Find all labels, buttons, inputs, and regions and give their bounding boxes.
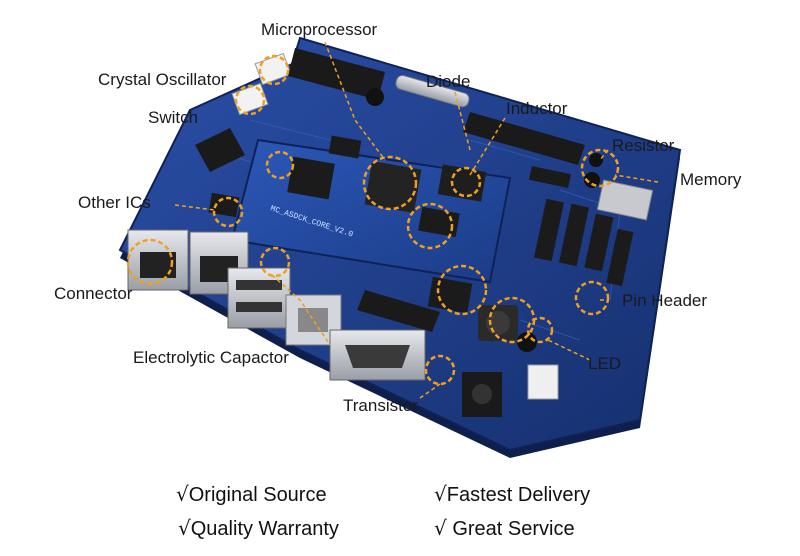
feature-quality-warranty: √Quality Warranty (178, 516, 339, 541)
label-switch: Switch (148, 108, 199, 127)
feature-label: Fastest Delivery (446, 484, 591, 506)
white-connector (527, 364, 559, 400)
label-crystal-oscillator: Crystal Oscillator (98, 70, 227, 89)
check-icon: √ (434, 482, 447, 506)
db9-connector (329, 329, 426, 381)
feature-label: Great Service (452, 518, 575, 540)
label-led: LED (588, 354, 622, 373)
label-diode: Diode (426, 72, 471, 91)
usb-ports (227, 267, 291, 329)
leader-lines (149, 41, 659, 399)
feature-label: Original Source (188, 484, 327, 506)
check-icon: √ (434, 516, 447, 540)
top-pin-header (195, 48, 585, 172)
ethernet-jacks (127, 229, 249, 295)
label-memory: Memory (680, 170, 742, 189)
label-electrolytic-capacitor: Electrolytic Capactor (133, 348, 289, 367)
feature-great-service: √ Great Service (434, 516, 575, 541)
feature-label: Quality Warranty (190, 518, 339, 540)
label-connector: Connector (54, 284, 133, 303)
chips (208, 135, 487, 314)
cap-top (366, 88, 384, 106)
diode-part (395, 74, 470, 108)
label-resistor: Resistor (612, 136, 675, 155)
bottom-pin-header (357, 290, 440, 332)
check-icon: √ (178, 516, 191, 540)
label-pin-header: Pin Header (622, 291, 708, 310)
label-microprocessor: Microprocessor (261, 20, 378, 39)
label-transistor: Transistor (343, 396, 418, 415)
label-inductor: Inductor (506, 99, 568, 118)
label-other-ics: Other ICs (78, 193, 151, 212)
feature-fastest-delivery: √Fastest Delivery (434, 482, 590, 507)
switch-connector (231, 82, 269, 116)
feature-original-source: √Original Source (176, 482, 327, 507)
right-components (528, 153, 654, 287)
check-icon: √ (176, 482, 189, 506)
